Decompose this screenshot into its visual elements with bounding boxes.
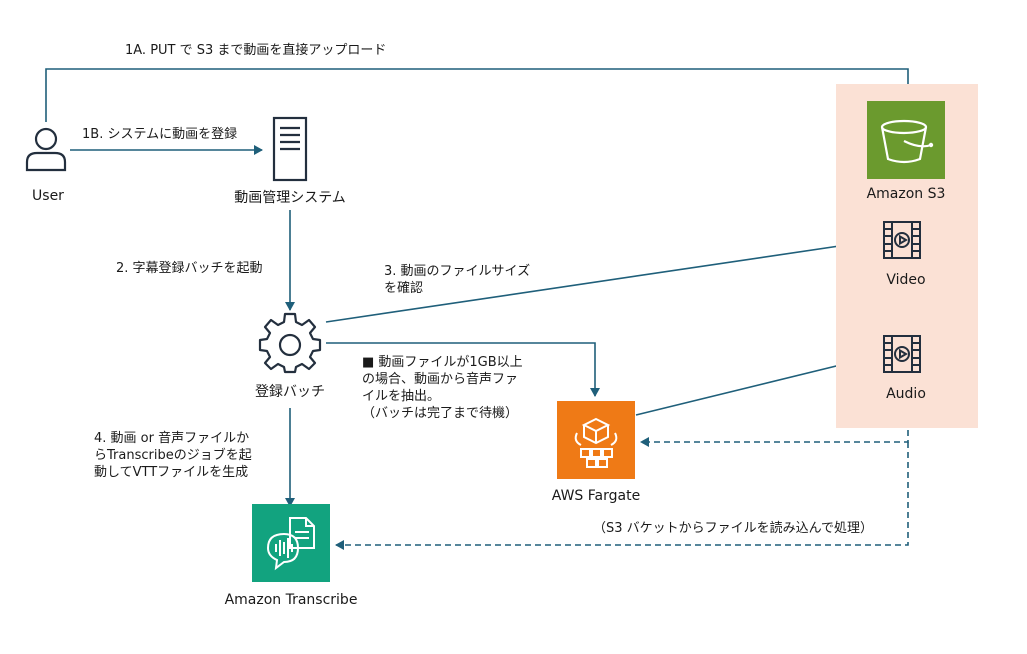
server-icon xyxy=(272,116,308,182)
edge-label-check-size-line1: 3. 動画のファイルサイズ xyxy=(384,264,531,279)
note-extract-audio-line1: ■ 動画ファイルが1GB以上 xyxy=(362,355,523,370)
edge-label-create-job-line2: らTranscribeのジョブを起 xyxy=(94,448,252,463)
fargate-label: AWS Fargate xyxy=(551,488,641,504)
user-label: User xyxy=(32,188,64,204)
fargate-icon xyxy=(574,417,618,468)
s3-label: Amazon S3 xyxy=(866,186,946,202)
bucket-icon xyxy=(880,119,934,164)
arrow-batch-to-video xyxy=(325,237,874,323)
edge-label-upload-direct: 1A. PUT で S3 まで動画を直接アップロード xyxy=(125,43,387,58)
arrow-fargate-to-audio xyxy=(635,354,874,416)
gear-icon xyxy=(258,312,322,374)
note-extract-audio-line4: （バッチは完了まで待機） xyxy=(362,406,519,421)
edge-label-read-files: （S3 バケットからファイルを読み込んで処理） xyxy=(593,521,874,536)
transcribe-label: Amazon Transcribe xyxy=(224,592,358,608)
audio-file-icon xyxy=(883,335,921,373)
audio-label: Audio xyxy=(886,386,926,402)
edge-label-check-size-line2: を確認 xyxy=(384,281,424,296)
transcribe-tile[interactable] xyxy=(252,504,330,582)
edge-label-create-job-line1: 4. 動画 or 音声ファイルか xyxy=(94,431,250,446)
batch-label: 登録バッチ xyxy=(255,384,325,400)
note-extract-audio-line2: の場合、動画から音声ファ xyxy=(362,372,519,387)
edge-label-start-batch: 2. 字幕登録バッチを起動 xyxy=(116,261,263,276)
arrow-user-to-s3 xyxy=(45,68,913,122)
dashed-s3-to-transcribe xyxy=(335,442,909,550)
edge-label-create-job-line3: 動してVTTファイルを生成 xyxy=(94,465,249,480)
user-icon xyxy=(25,127,67,172)
video-system-label: 動画管理システム xyxy=(234,190,346,206)
s3-tile[interactable] xyxy=(867,101,945,179)
note-extract-audio-line3: イルを抽出。 xyxy=(362,389,441,404)
fargate-tile[interactable] xyxy=(557,401,635,479)
video-file-icon xyxy=(883,221,921,259)
edge-label-register-video: 1B. システムに動画を登録 xyxy=(82,127,238,142)
dashed-s3-to-fargate xyxy=(640,430,909,447)
arrow-batch-to-fargate xyxy=(326,342,600,397)
transcribe-icon xyxy=(266,517,315,571)
video-label: Video xyxy=(886,272,926,288)
